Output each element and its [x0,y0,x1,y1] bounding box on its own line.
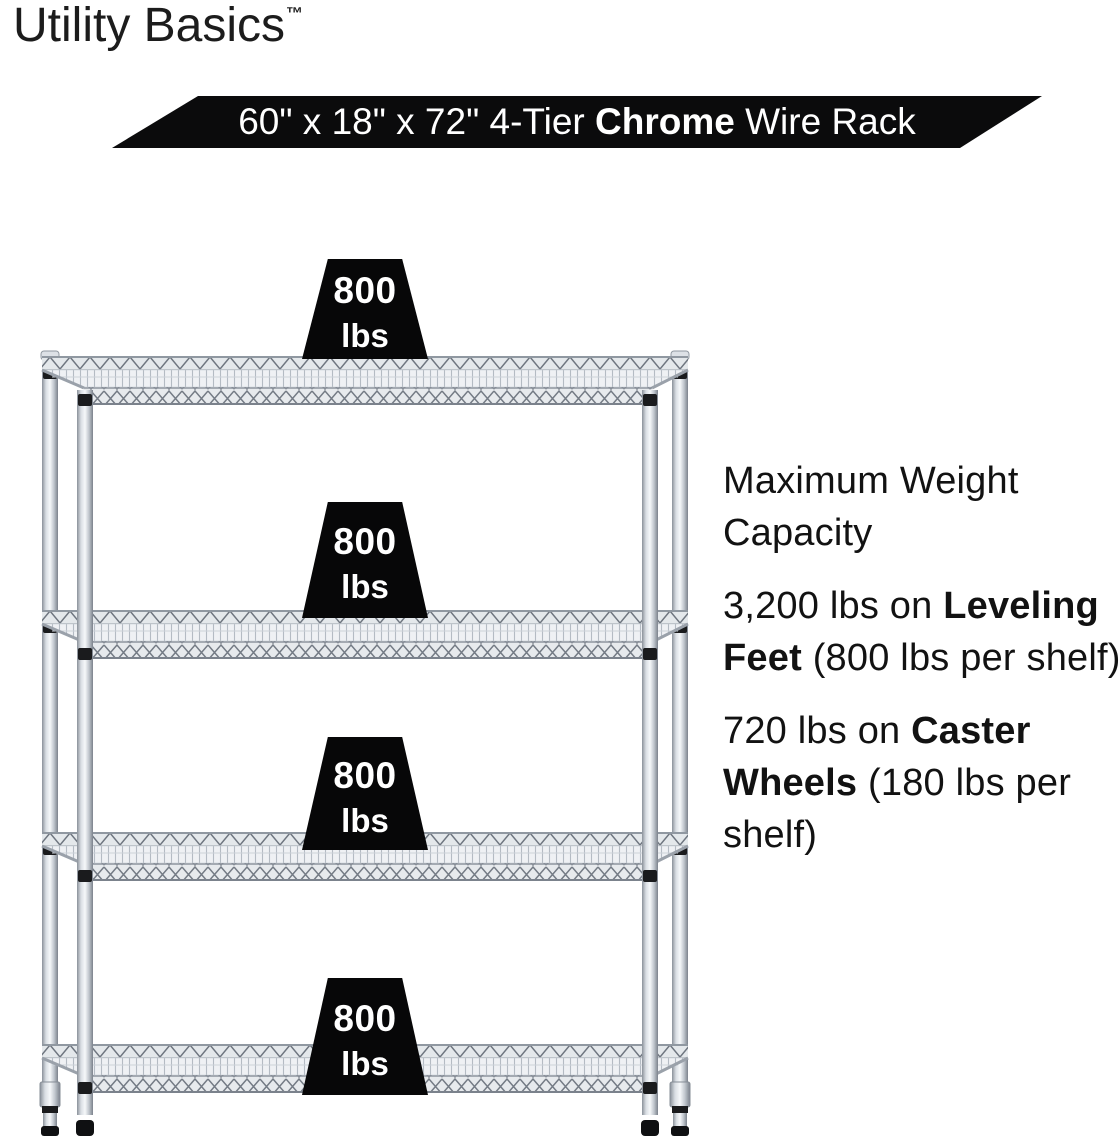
leveling-feet-capacity: 3,200 lbs on Leveling Feet (800 lbs per … [723,580,1120,684]
caster-wheels-capacity: 720 lbs on Caster Wheels (180 lbs per sh… [723,705,1120,861]
capacity-info: Maximum Weight Capacity 3,200 lbs on Lev… [723,455,1120,882]
tier2-weight-value: 800 [333,521,397,562]
rack-post-rear-right [669,350,691,1137]
capacity-bold-text: Leveling Feet [723,585,1099,680]
tier3-weight-value: 800 [333,754,397,796]
tier4-weight-unit: lbs [341,1044,389,1082]
capacity-text: 3,200 lbs on [723,585,944,628]
banner-dimensions-text: 60" x 18" x 72" 4-Tier [238,101,596,142]
brand-name: Utility Basics [13,0,286,52]
banner-product-text: Wire Rack [734,101,916,142]
capacity-text: (180 lbs per shelf) [723,762,1072,857]
brand-logo: Utility Basics™ [13,0,304,53]
tier1-weight-unit: lbs [341,317,389,354]
capacity-heading: Maximum Weight Capacity [723,460,1019,555]
tier4-weight-value: 800 [333,997,397,1039]
tier2-weight-unit: lbs [341,568,389,605]
capacity-bold-text: Caster Wheels [723,710,1031,805]
rack-post-front-left [76,390,94,1136]
banner-finish-text: Chrome [595,101,735,142]
tier1-weight-value: 800 [333,270,397,311]
rack-post-front-right [641,390,659,1136]
rack-shelf-1 [40,354,690,406]
tier3-weight-unit: lbs [341,801,389,839]
rack-post-rear-left [39,350,61,1137]
trademark-symbol: ™ [286,4,304,23]
title-banner: 60" x 18" x 72" 4-Tier Chrome Wire Rack [112,96,1042,148]
capacity-text: 720 lbs on [723,710,912,753]
capacity-text: (800 lbs per shelf) [801,637,1120,680]
